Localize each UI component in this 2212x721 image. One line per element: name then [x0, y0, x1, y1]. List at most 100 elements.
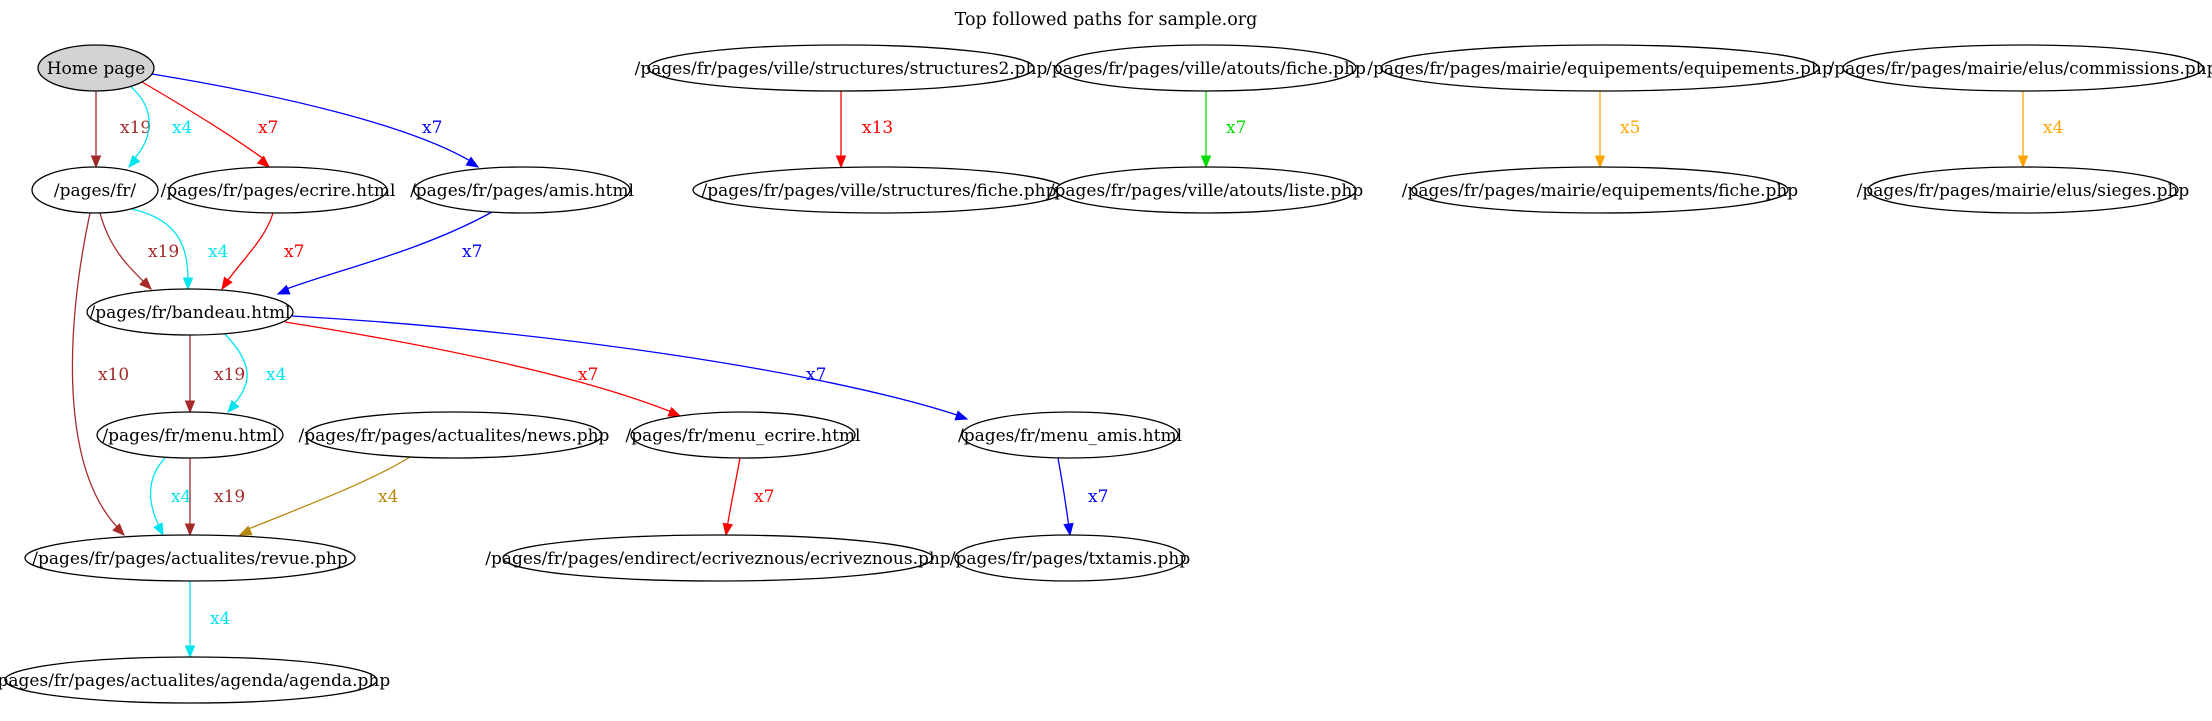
node-menu_amis: /pages/fr/menu_amis.html	[958, 411, 1182, 459]
edge-menu-to-revue: x19	[184, 458, 245, 537]
node-menu_ecrire: /pages/fr/menu_ecrire.html	[626, 411, 861, 459]
node-ellipse-menu_amis	[961, 411, 1179, 459]
edge-menu_amis-to-txtamis: x7	[1057, 457, 1108, 537]
edge-label-4: x19	[148, 242, 179, 262]
edge-fr-to-bandeau: x4	[131, 208, 228, 291]
node-ellipse-fr	[31, 166, 159, 214]
edge-arrowhead-0	[90, 155, 102, 169]
node-label-ecriveznous: /pages/fr/pages/endirect/ecriveznous/ecr…	[485, 549, 951, 569]
node-ecriveznous: /pages/fr/pages/endirect/ecriveznous/ecr…	[485, 534, 951, 582]
node-ellipse-txtamis	[954, 534, 1186, 582]
node-label-sieges: /pages/fr/pages/mairie/elus/sieges.php	[1857, 181, 2190, 201]
node-home: Home page	[37, 44, 155, 92]
node-ellipse-bandeau	[86, 288, 294, 336]
edge-line-7	[225, 212, 274, 284]
node-label-revue: /pages/fr/pages/actualites/revue.php	[32, 549, 348, 569]
node-ellipse-equipfiche	[1411, 166, 1789, 214]
node-ellipse-home	[37, 44, 155, 92]
node-ellipse-menu_ecrire	[630, 411, 856, 459]
edge-label-12: x7	[806, 365, 826, 385]
edge-menu_ecrire-to-ecriveznous: x7	[722, 457, 774, 537]
node-label-equipements: /pages/fr/pages/mairie/equipements/equip…	[1367, 59, 1833, 79]
edge-home-to-fr: x19	[90, 91, 151, 169]
edge-label-22: x4	[2043, 118, 2063, 138]
node-bandeau: /pages/fr/bandeau.html	[86, 288, 294, 336]
edge-bandeau-to-menu_amis: x7	[291, 315, 969, 421]
edge-home-to-amis: x7	[151, 73, 480, 168]
node-atoutsliste: /pages/fr/pages/ville/atouts/liste.php	[1049, 166, 1363, 214]
node-label-txtamis: /pages/fr/pages/txtamis.php	[950, 549, 1191, 569]
node-commissions: /pages/fr/pages/mairie/elus/commissions.…	[1829, 44, 2212, 92]
edge-label-15: x4	[378, 487, 398, 507]
edge-line-4	[99, 212, 147, 285]
edge-label-0: x19	[120, 118, 151, 138]
node-ellipse-equipements	[1380, 44, 1820, 92]
node-label-fr: /pages/fr/	[54, 181, 137, 201]
edge-line-5	[131, 208, 189, 283]
node-equipements: /pages/fr/pages/mairie/equipements/equip…	[1367, 44, 1833, 92]
node-label-ecrire: /pages/fr/pages/ecrire.html	[161, 181, 396, 201]
node-label-menu_ecrire: /pages/fr/menu_ecrire.html	[626, 426, 861, 446]
edge-fr-to-bandeau: x19	[99, 212, 179, 290]
edge-line-12	[291, 315, 961, 417]
edge-arrowhead-14	[184, 523, 196, 537]
edge-arrowhead-6	[112, 523, 125, 536]
node-ellipse-atoutsliste	[1055, 166, 1357, 214]
edge-label-14: x19	[214, 487, 245, 507]
edge-label-21: x5	[1620, 118, 1640, 138]
edge-label-7: x7	[284, 242, 304, 262]
edge-line-2	[141, 81, 266, 161]
edge-atoutsfiche-to-atoutsliste: x7	[1200, 91, 1246, 169]
edge-home-to-ecrire: x7	[141, 81, 278, 168]
edge-line-17	[1057, 457, 1070, 529]
node-label-menu: /pages/fr/menu.html	[102, 426, 277, 446]
node-sieges: /pages/fr/pages/mairie/elus/sieges.php	[1857, 166, 2190, 214]
edge-bandeau-to-menu: x19	[184, 335, 245, 414]
node-label-commissions: /pages/fr/pages/mairie/elus/commissions.…	[1829, 59, 2212, 79]
edge-label-17: x7	[1088, 487, 1108, 507]
node-label-equipfiche: /pages/fr/pages/mairie/equipements/fiche…	[1402, 181, 1799, 201]
node-ellipse-revue	[24, 534, 356, 582]
edge-line-6	[71, 212, 121, 531]
node-ellipse-commissions	[1842, 44, 2204, 92]
edge-line-16	[726, 457, 741, 529]
edge-fr-to-revue: x10	[71, 212, 129, 536]
node-label-news: /pages/fr/pages/actualites/news.php	[299, 426, 610, 446]
node-structures2: /pages/fr/pages/ville/structures/structu…	[635, 44, 1047, 92]
edge-line-1	[129, 85, 150, 161]
edge-label-2: x7	[258, 118, 278, 138]
edge-commissions-to-sieges: x4	[2017, 91, 2063, 169]
edge-arrowhead-20	[1200, 155, 1212, 169]
edge-arrowhead-22	[2017, 155, 2029, 169]
node-ellipse-ecriveznous	[502, 534, 934, 582]
graph-title: Top followed paths for sample.org	[955, 10, 1258, 30]
edge-arrowhead-16	[722, 522, 734, 537]
node-ellipse-sieges	[1867, 166, 2179, 214]
node-label-amis: /pages/fr/pages/amis.html	[410, 181, 634, 201]
node-ellipse-news	[305, 411, 603, 459]
edge-label-1: x4	[172, 118, 192, 138]
edge-arrowhead-12	[954, 410, 969, 421]
node-ellipse-structures2	[647, 44, 1035, 92]
edge-line-10	[223, 332, 248, 407]
node-ellipse-menu	[96, 411, 284, 459]
edge-line-3	[151, 73, 473, 163]
node-ellipse-atoutsfiche	[1055, 44, 1357, 92]
edge-arrowhead-18	[184, 645, 196, 659]
edge-arrowhead-5	[182, 277, 194, 291]
edge-equipements-to-equipfiche: x5	[1594, 91, 1640, 169]
edge-ecrire-to-bandeau: x7	[221, 212, 304, 291]
edge-label-9: x19	[214, 365, 245, 385]
edge-label-13: x4	[171, 487, 191, 507]
node-ellipse-amis	[413, 166, 631, 214]
edge-label-8: x7	[462, 242, 482, 262]
edge-line-15	[245, 456, 411, 531]
edge-label-3: x7	[422, 118, 442, 138]
edge-menu-to-revue: x4	[149, 456, 191, 537]
edge-amis-to-bandeau: x7	[276, 211, 493, 295]
edge-bandeau-to-menu_ecrire: x7	[284, 321, 682, 417]
edge-label-5: x4	[208, 242, 228, 262]
edge-arrowhead-2	[256, 155, 270, 168]
edge-arrowhead-15	[238, 525, 253, 536]
edge-label-6: x10	[98, 365, 129, 385]
